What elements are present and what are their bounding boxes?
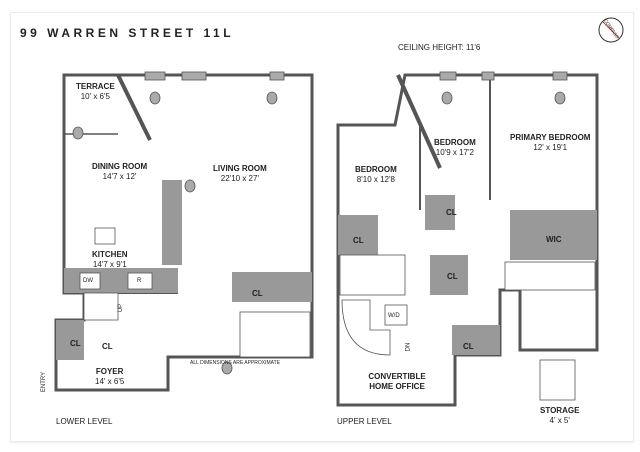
room-home-office: CONVERTIBLE HOME OFFICE <box>368 372 426 391</box>
ceiling-height: CEILING HEIGHT: 11'6 <box>398 43 481 52</box>
closet-label: CL <box>353 236 364 245</box>
upper-level-label: UPPER LEVEL <box>337 417 392 426</box>
dimensions-disclaimer: ALL DIMENSIONS ARE APPROXIMATE <box>190 360 281 366</box>
closet-label: CL <box>447 272 458 281</box>
closet-label: CL <box>102 342 113 351</box>
entry-label: ENTRY <box>41 371 48 393</box>
stair-down-label: DN <box>405 342 412 352</box>
closet-label: CL <box>446 208 457 217</box>
closet-label: CL <box>252 289 263 298</box>
lower-level-label: LOWER LEVEL <box>56 417 113 426</box>
stair-up-label: UP <box>118 303 125 313</box>
closet-label: CL <box>463 342 474 351</box>
dishwasher-label: DW <box>83 278 93 284</box>
floor-plan-card <box>10 12 634 442</box>
walk-in-closet-label: WIC <box>546 235 562 244</box>
refrigerator-label: R <box>137 278 142 284</box>
listing-title: 99 WARREN STREET 11L <box>20 26 235 40</box>
washer-dryer-label: W/D <box>388 313 400 319</box>
closet-label: CL <box>70 339 81 348</box>
storage-box <box>539 359 576 401</box>
